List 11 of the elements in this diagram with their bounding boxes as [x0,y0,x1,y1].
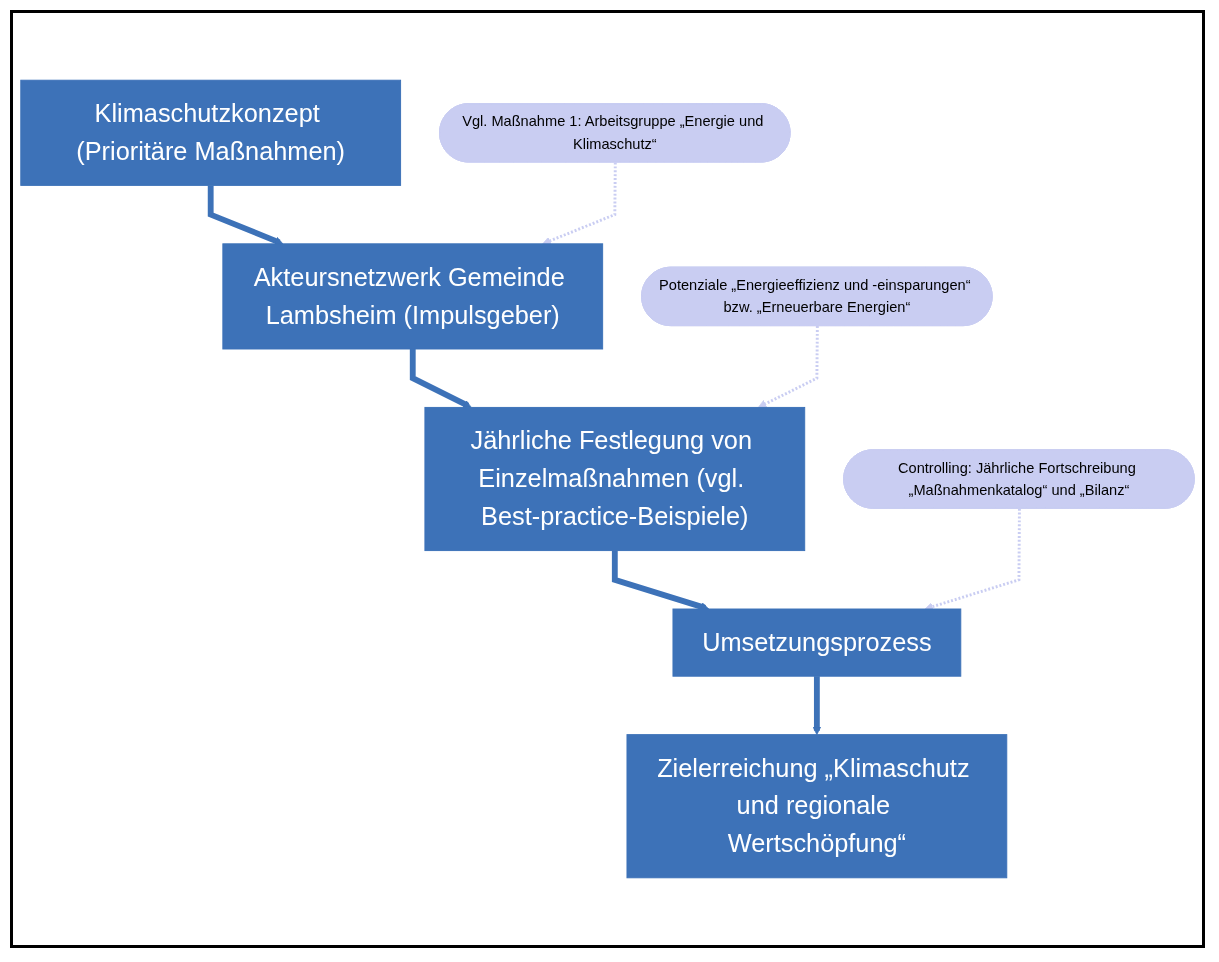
node-box: Umsetzungsprozess [672,608,962,677]
arrow [757,326,819,408]
arrow [611,550,710,611]
arrow [812,676,822,735]
node-box: Jährliche Festlegung von Einzelmaßnahmen (vgl. Best-practice-Beispiele) [424,406,806,552]
node-box: Akteursnetzwerk Gemeinde Lambsheim (Impulsgeber) [222,243,604,350]
arrow [542,162,617,245]
node-box: Klimaschutzkonzept (Prioritäre Maßnahmen) [20,79,402,186]
arrow [924,508,1021,611]
arrow [409,349,472,409]
node-box: Zielerreichung „Klimaschutz und regionale Wertschöpfung“ [626,734,1008,879]
